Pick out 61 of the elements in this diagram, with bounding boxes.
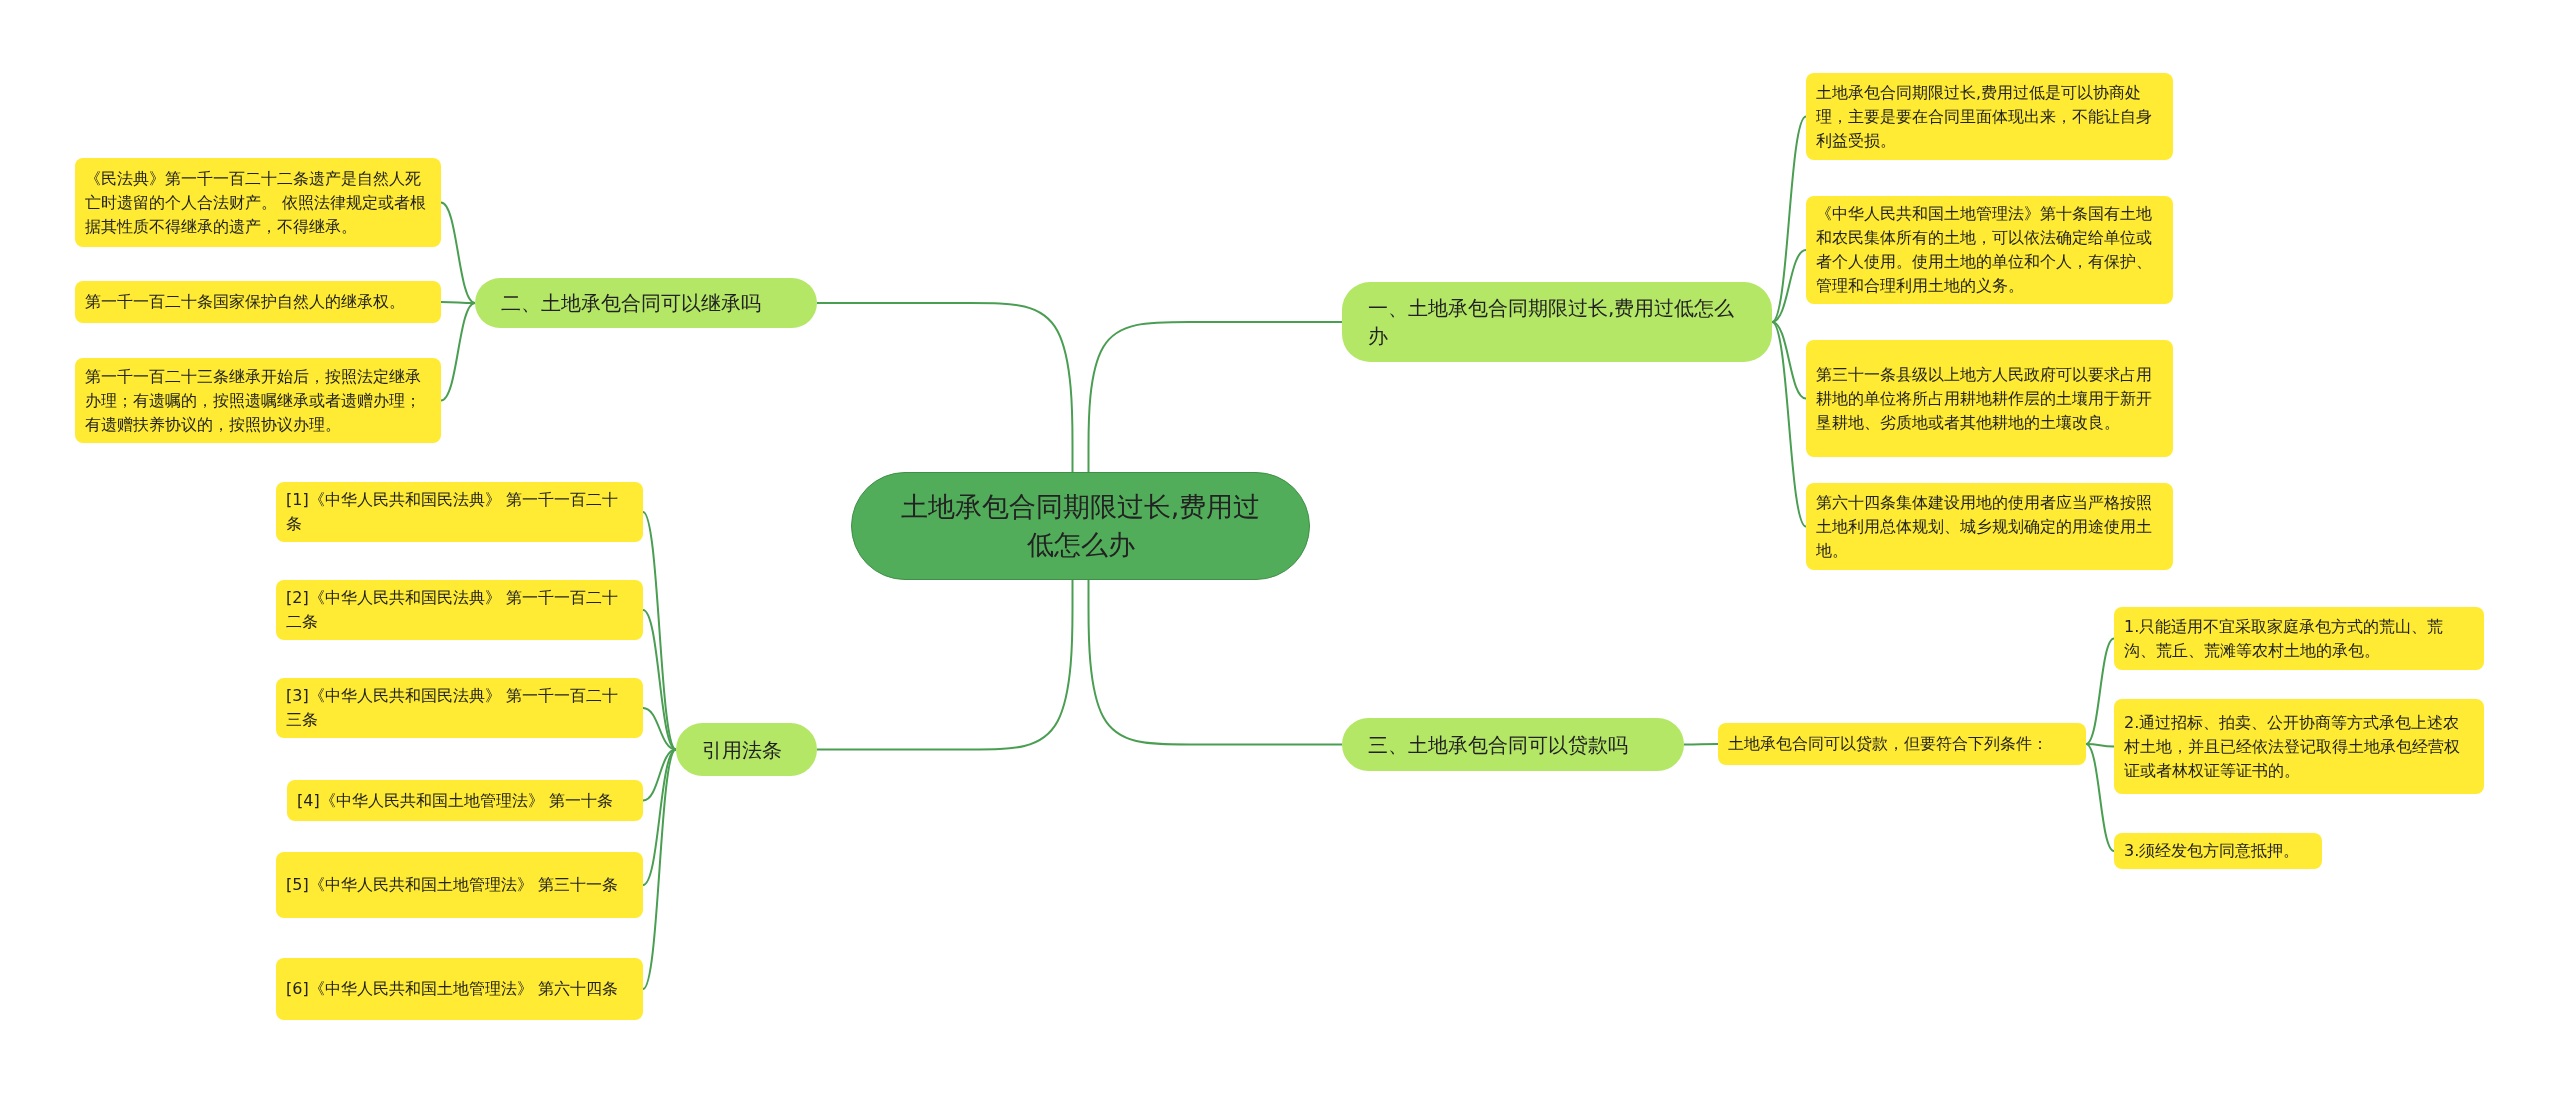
connector-line [1771, 321, 1807, 528]
connector-line [1771, 321, 1807, 400]
topic-text: 土地承包合同期限过长,费用过低是可以协商处理，主要是要在合同里面体现出来，不能让自身利益受损。 [1816, 81, 2153, 152]
connector-line [2085, 637, 2115, 745]
connector-line [440, 302, 476, 402]
topic-text: 二、土地承包合同可以继承吗 [501, 290, 761, 317]
topic-text: 一、土地承包合同期限过长,费用过低怎么办 [1368, 295, 1736, 350]
connector-line [642, 511, 677, 751]
note-box [276, 482, 643, 542]
connector-line [1087, 321, 1343, 473]
connector-line [2085, 743, 2115, 748]
topic-text: 1.只能适用不宜采取家庭承包方式的荒山、荒沟、荒丘、荒滩等农村土地的承包。 [2124, 615, 2445, 662]
topic-text: 《中华人民共和国土地管理法》第十条国有土地和农民集体所有的土地，可以依法确定给单位或者个人使用。使用土地的单位和个人，有保护、管理和合理利用土地的义务。 [1816, 203, 2153, 297]
connector-line [816, 302, 1074, 473]
note-box [1718, 723, 2086, 765]
topic-box [676, 723, 817, 776]
note-box [1806, 196, 2173, 304]
topic-box [1342, 282, 1772, 362]
connector-line [642, 748, 677, 990]
topic-text: 第三十一条县级以上地方人民政府可以要求占用耕地的单位将所占用耕地耕作层的土壤用于新开垦耕地、劣质地或者其他耕地的土壤改良。 [1816, 363, 2153, 434]
topic-text: 第六十四条集体建设用地的使用者应当严格按照土地利用总体规划、城乡规划确定的用途使用土地。 [1816, 491, 2153, 562]
connector-line [2085, 743, 2115, 852]
note-box [2114, 607, 2484, 670]
note-box [276, 958, 643, 1020]
connector-line [642, 748, 677, 886]
topic-text: [6]《中华人民共和国土地管理法》 第六十四条 [286, 978, 618, 1000]
topic-text: 引用法条 [702, 736, 782, 764]
topic-text: 土地承包合同可以贷款，但要符合下列条件： [1728, 733, 2048, 755]
topic-text: 3.须经发包方同意抵押。 [2124, 840, 2300, 862]
topic-text: 《民法典》第一千一百二十二条遗产是自然人死亡时遗留的个人合法财产。 依照法律规定或者根据其性质不得继承的遗产，不得继承。 [85, 167, 428, 238]
topic-text: [2]《中华人民共和国民法典》 第一千一百二十二条 [286, 587, 619, 633]
note-box [1806, 340, 2173, 457]
note-box [75, 358, 441, 443]
topic-box [475, 278, 817, 328]
topic-text: [3]《中华人民共和国民法典》 第一千一百二十三条 [286, 685, 619, 731]
topic-text: 土地承包合同期限过长,费用过低怎么办 [900, 490, 1261, 562]
topic-text: [5]《中华人民共和国土地管理法》 第三十一条 [286, 874, 618, 896]
note-box [1806, 483, 2173, 570]
note-box [2114, 833, 2322, 869]
connector-line [1683, 743, 1719, 746]
topic-text: 第一千一百二十条国家保护自然人的继承权。 [85, 291, 405, 313]
topic-text: 2.通过招标、拍卖、公开协商等方式承包上述农村土地，并且已经依法登记取得土地承包经营权证或者林权证等证书的。 [2124, 711, 2461, 782]
topic-text: 三、土地承包合同可以贷款吗 [1368, 731, 1628, 759]
topic-text: [4]《中华人民共和国土地管理法》 第一十条 [297, 789, 613, 812]
connector-line [1771, 249, 1807, 323]
topic-box [1342, 718, 1684, 771]
note-box [2114, 699, 2484, 794]
note-box [276, 852, 643, 918]
note-box [1806, 73, 2173, 160]
note-box [75, 281, 441, 323]
note-box [287, 780, 643, 821]
connector-line [642, 609, 677, 751]
topic-text: [1]《中华人民共和国民法典》 第一千一百二十条 [286, 489, 619, 535]
connector-line [816, 579, 1074, 751]
topic-text: 第一千一百二十三条继承开始后，按照法定继承办理；有遗嘱的，按照遗嘱继承或者遗赠办理；有遗赠扶养协议的，按照协议办理。 [85, 365, 422, 436]
note-box [276, 678, 643, 738]
note-box [276, 580, 643, 640]
connector-line [440, 201, 476, 304]
connector-line [1771, 115, 1807, 323]
note-box [75, 158, 441, 247]
connector-line [1087, 579, 1343, 746]
